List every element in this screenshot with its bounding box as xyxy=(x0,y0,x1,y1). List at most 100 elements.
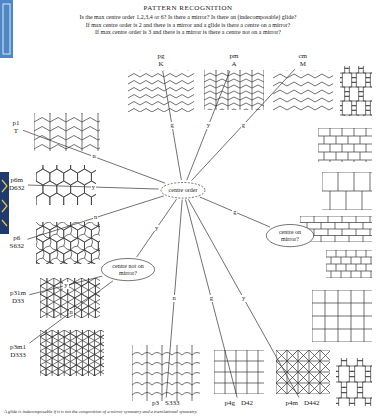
pattern-strokes xyxy=(214,350,264,394)
edge-answer: n xyxy=(91,153,96,160)
edge-answer: n xyxy=(69,309,74,316)
group-name: centre not on mirror? xyxy=(106,263,150,276)
pattern-strokes xyxy=(276,350,330,394)
connector-line xyxy=(186,200,238,398)
pattern-strokes xyxy=(36,222,100,264)
group-label: p6S632 xyxy=(8,234,26,251)
orbifold-symbol: T xyxy=(13,128,20,136)
connector-line xyxy=(137,199,177,257)
connector-line xyxy=(27,196,163,239)
pattern-tile xyxy=(132,345,200,401)
pattern-tile xyxy=(340,66,372,116)
pattern-tile xyxy=(128,70,194,112)
orbifold-symbol: S632 xyxy=(10,243,24,251)
orbifold-symbol: D442 xyxy=(304,400,320,408)
caption-text: A glide is indecomposable if it is not t… xyxy=(4,409,197,414)
pattern-tile xyxy=(34,113,100,151)
edge-answer: g xyxy=(169,122,174,129)
pattern-tile xyxy=(326,250,372,278)
ornament-strip xyxy=(0,172,9,234)
pattern-strokes xyxy=(336,358,372,406)
group-label: pmA xyxy=(228,52,241,69)
pattern-tile xyxy=(36,165,96,205)
connector-line xyxy=(29,281,112,343)
group-name: p3m1 xyxy=(10,344,26,352)
group-name: p6 xyxy=(10,235,24,243)
connector-line xyxy=(192,69,295,181)
orbifold-symbol: D632 xyxy=(9,185,25,193)
edge-answer: y xyxy=(206,122,211,129)
pattern-strokes xyxy=(36,165,96,205)
ornament-zigzag xyxy=(2,180,7,226)
question-notes: Is the max centre order 1,2,3,4 or 6? Is… xyxy=(0,14,376,37)
orbifold-symbol: S333 xyxy=(165,400,179,408)
connector-line xyxy=(163,71,182,180)
pattern-tile xyxy=(276,350,330,394)
group-label: p3 S333 xyxy=(147,399,184,409)
outline-ellipse xyxy=(266,224,313,246)
group-name: centre on mirror? xyxy=(271,229,309,242)
outline-ellipse xyxy=(161,182,205,198)
ornament-border xyxy=(0,0,13,234)
edge-answer: y xyxy=(154,225,159,232)
group-label: p1T xyxy=(11,119,22,136)
pattern-strokes xyxy=(326,250,372,278)
pattern-strokes xyxy=(40,278,100,318)
group-name: p6m xyxy=(9,177,25,185)
pattern-tile xyxy=(36,222,100,264)
connector-line xyxy=(29,276,102,295)
connector-line xyxy=(166,200,182,398)
group-name: pm xyxy=(230,53,239,61)
edge-answer: g xyxy=(232,209,237,216)
group-name: pg xyxy=(158,53,165,61)
group-label: p3m1D333 xyxy=(8,343,28,360)
question-text: Is the max centre order 1,2,3,4 or 6? Is… xyxy=(0,14,376,22)
pattern-strokes xyxy=(128,70,194,112)
group-name: cm xyxy=(299,53,308,61)
orbifold-symbol: M xyxy=(299,61,308,69)
edge-answer: n xyxy=(93,214,98,221)
edge-answer: g xyxy=(209,295,214,302)
pattern-strokes xyxy=(318,128,372,162)
pattern-tile xyxy=(204,70,264,110)
connector-line xyxy=(23,130,165,183)
pattern-strokes xyxy=(132,345,200,401)
edge-answer: y xyxy=(241,295,246,302)
outline-ellipse xyxy=(101,258,154,280)
orbifold-symbol: D33 xyxy=(10,298,26,306)
group-label: p6mD632 xyxy=(7,176,27,193)
group-name: p4m xyxy=(286,400,298,408)
pattern-tile xyxy=(336,358,372,406)
edge-answer: y xyxy=(63,282,68,289)
group-label: p31mD33 xyxy=(8,289,28,306)
group-name: p4g xyxy=(225,400,236,408)
pattern-tile xyxy=(312,290,372,342)
connector-line xyxy=(187,71,230,180)
pattern-strokes xyxy=(322,172,372,210)
ornament-strip xyxy=(0,0,13,58)
orbifold-symbol: A xyxy=(230,61,239,69)
pattern-tile xyxy=(273,70,333,112)
question-text: If max centre order is 3 and there is a … xyxy=(0,29,376,37)
decision-ellipse: centre not on mirror? xyxy=(100,258,156,281)
diagram-title: PATTERN RECOGNITION xyxy=(0,4,376,12)
pattern-strokes xyxy=(34,113,100,151)
group-label: p4gD42 xyxy=(220,399,259,409)
group-name: p1 xyxy=(13,120,20,128)
start-circle: centre order xyxy=(160,182,206,199)
pattern-tile xyxy=(318,128,372,162)
pattern-strokes xyxy=(340,66,372,116)
edge-answer: n xyxy=(172,295,177,302)
group-label: cmM xyxy=(297,52,310,69)
pattern-strokes xyxy=(204,70,264,110)
edge-answer: y xyxy=(91,184,96,191)
pattern-tile xyxy=(322,172,372,210)
group-name: p3 xyxy=(152,400,159,408)
connector-line xyxy=(200,197,270,227)
title-text: PATTERN RECOGNITION xyxy=(143,4,232,12)
pattern-tile xyxy=(214,350,264,394)
decision-ellipse: centre on mirror? xyxy=(265,224,315,247)
orbifold-symbol: D333 xyxy=(10,352,26,360)
pattern-tile xyxy=(40,278,100,318)
